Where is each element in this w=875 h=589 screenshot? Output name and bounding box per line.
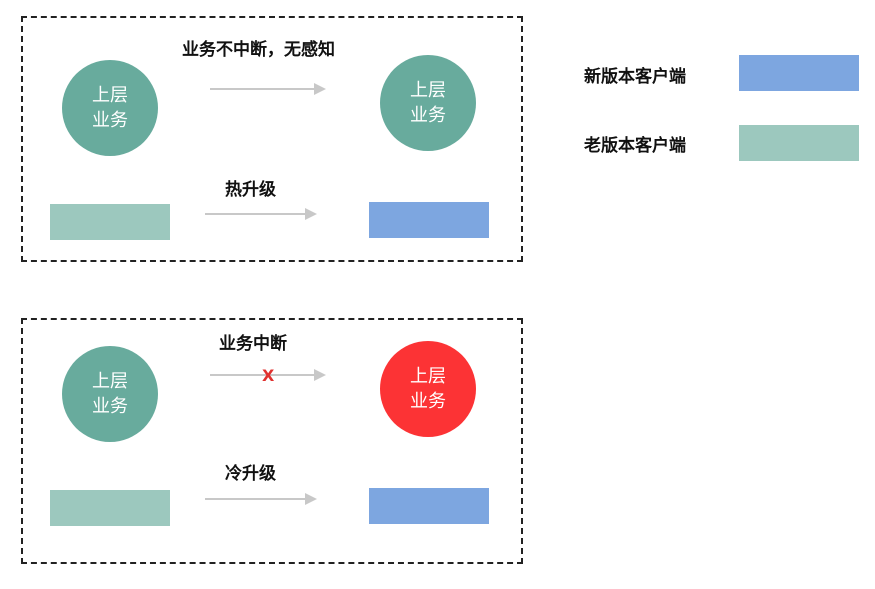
circle-text-line2: 业务 [410,391,446,412]
hot-left-upper-business-circle: 上层 业务 [62,60,158,156]
cold-right-upper-business-circle: 上层 业务 [380,341,476,437]
cold-old-client-block [50,490,170,526]
hot-top-arrow [210,83,326,95]
hot-right-upper-business-circle: 上层 业务 [380,55,476,151]
hot-bottom-label: 热升级 [225,180,276,200]
circle-text-line2: 业务 [92,396,128,417]
hot-top-label: 业务不中断，无感知 [182,40,335,60]
circle-text-line1: 上层 [92,371,128,392]
circle-text-line1: 上层 [410,80,446,101]
cold-new-client-block [369,488,489,524]
legend-old-client-swatch [739,125,859,161]
cold-upgrade-panel [21,318,523,564]
hot-upgrade-panel [21,16,523,262]
hot-bottom-arrow [205,208,317,220]
circle-text-line2: 业务 [410,105,446,126]
cold-left-upper-business-circle: 上层 业务 [62,346,158,442]
cold-bottom-arrow [205,493,317,505]
hot-old-client-block [50,204,170,240]
legend-new-client-swatch [739,55,859,91]
legend-new-client-label: 新版本客户端 [584,67,686,87]
circle-text-line1: 上层 [92,85,128,106]
legend-old-client-label: 老版本客户端 [584,136,686,156]
cold-bottom-label: 冷升级 [225,464,276,484]
cold-top-arrow [210,369,326,381]
cold-top-label: 业务中断 [219,334,287,354]
hot-new-client-block [369,202,489,238]
circle-text-line2: 业务 [92,110,128,131]
circle-text-line1: 上层 [410,366,446,387]
interruption-x-mark: X [262,366,275,385]
